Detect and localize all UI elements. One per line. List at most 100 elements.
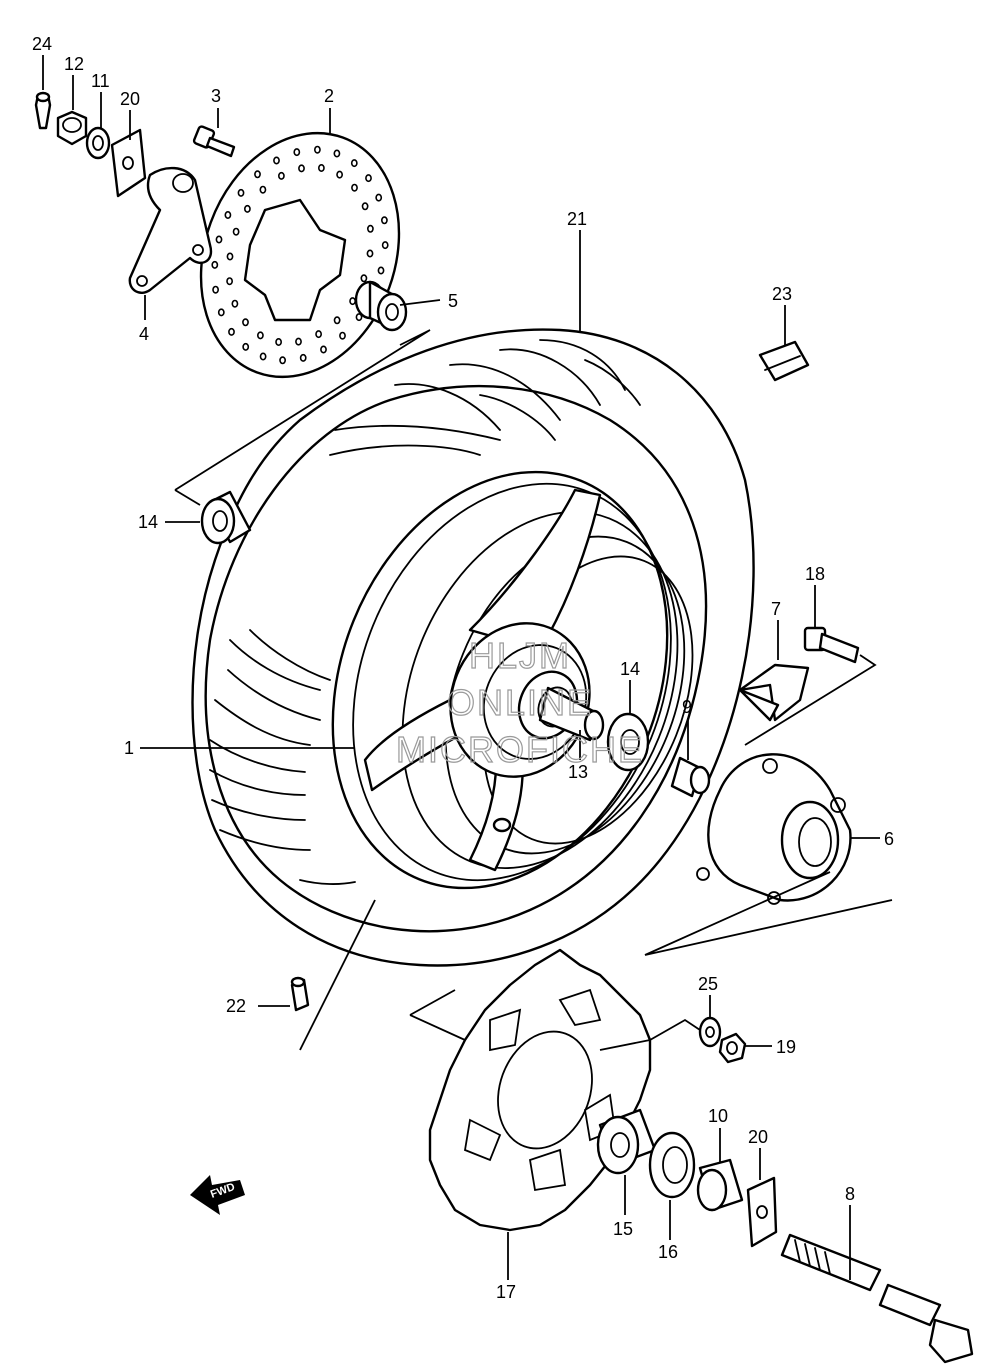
sprocket-bearing	[596, 1108, 657, 1175]
hub-spacer	[538, 686, 605, 742]
callout-13: 13	[568, 762, 588, 782]
disc-hole	[381, 241, 389, 250]
callout-8: 8	[845, 1184, 855, 1204]
callout-7: 7	[771, 599, 781, 619]
rear-wheel-assembly	[191, 328, 755, 967]
disc-hole	[279, 356, 286, 365]
callout-1: 1	[124, 738, 134, 758]
disc-hole	[259, 352, 267, 361]
disc-hole	[336, 170, 343, 179]
adjuster-plate	[110, 128, 147, 198]
callout-10: 10	[708, 1106, 728, 1126]
disc-hole	[211, 260, 219, 269]
callout-3: 3	[211, 86, 221, 106]
disc-hole	[277, 171, 285, 180]
disc-hole	[349, 297, 356, 306]
rear-sprocket	[428, 948, 652, 1232]
axle-nut	[56, 110, 88, 146]
oil-seal	[648, 1131, 696, 1199]
disc-hole	[232, 227, 240, 236]
disc-hole	[320, 345, 327, 354]
callout-11: 11	[91, 71, 110, 91]
brake-disc	[199, 131, 401, 379]
callout-25: 25	[698, 974, 718, 994]
callout-14-left: 14	[138, 512, 158, 532]
disc-hole	[377, 266, 385, 275]
callout-24: 24	[32, 34, 52, 54]
disc-hole	[333, 149, 341, 158]
sprocket-carrier	[696, 753, 852, 905]
bearing-right	[606, 712, 650, 772]
callout-12: 12	[64, 54, 84, 74]
disc-hole	[215, 235, 223, 244]
disc-hole	[242, 318, 249, 327]
sprocket-nut	[718, 1032, 747, 1064]
disc-hole	[313, 145, 321, 154]
callout-22: 22	[226, 996, 246, 1016]
callout-4: 4	[139, 324, 149, 344]
disc-hole	[350, 159, 358, 168]
disc-hole	[273, 156, 280, 165]
disc-hole	[275, 337, 282, 346]
callout-6: 6	[884, 829, 894, 849]
disc-hole	[361, 202, 369, 211]
clip	[758, 340, 810, 382]
disc-hole	[366, 224, 374, 233]
rear-axle	[780, 1233, 974, 1364]
callout-16: 16	[658, 1242, 678, 1262]
sprocket-washer	[698, 1016, 722, 1048]
disc-hole	[365, 174, 372, 183]
collar-spacer	[354, 280, 408, 332]
disc-hole	[259, 185, 267, 194]
tire-valve	[290, 976, 310, 1012]
watermark-line-1: HLJM	[469, 635, 571, 676]
callout-20-lower: 20	[748, 1127, 768, 1147]
disc-hole	[243, 204, 251, 213]
leader-lines	[42, 55, 893, 1280]
watermark-line-2: ONLINE	[447, 682, 593, 723]
disc-hole	[339, 331, 346, 340]
callout-9: 9	[682, 697, 692, 717]
callout-2: 2	[324, 86, 334, 106]
forward-arrow-icon: FWD	[190, 1175, 245, 1215]
caliper-bracket	[128, 166, 213, 294]
watermark: HLJM ONLINE MICROFICHE	[395, 634, 642, 770]
callout-18: 18	[805, 564, 825, 584]
cotter-pin	[34, 91, 52, 130]
disc-hole	[242, 342, 250, 351]
disc-hole	[228, 327, 235, 336]
callout-5: 5	[448, 291, 458, 311]
callout-14-right: 14	[620, 659, 640, 679]
disc-hole	[375, 193, 383, 202]
disc-hole	[355, 313, 363, 322]
disc-hole	[295, 337, 302, 346]
callout-19: 19	[776, 1037, 796, 1057]
disc-hole	[315, 330, 322, 339]
disc-hole	[217, 308, 225, 317]
callout-15: 15	[613, 1219, 633, 1239]
disc-hole	[351, 183, 358, 192]
adjuster-plate-lower	[746, 1176, 778, 1248]
callout-23: 23	[772, 284, 792, 304]
disc-hole	[226, 277, 233, 286]
bearing-left	[200, 490, 252, 545]
disc-hole	[293, 148, 301, 157]
disc-hole	[226, 252, 234, 261]
adjuster-bolt	[803, 626, 860, 664]
disc-hole	[298, 164, 305, 173]
disc-hole	[366, 249, 374, 258]
damper-cushion	[738, 663, 810, 722]
disc-hole	[231, 299, 239, 308]
callout-21: 21	[567, 209, 587, 229]
disc-hole	[360, 274, 368, 283]
washer	[85, 126, 111, 160]
disc-hole	[237, 188, 245, 197]
collar	[670, 756, 711, 798]
disc-hole	[317, 164, 325, 173]
disc-hole	[380, 216, 388, 225]
spacer	[696, 1158, 744, 1212]
disc-bolt	[192, 125, 236, 158]
callout-17: 17	[496, 1282, 516, 1302]
disc-hole	[254, 170, 261, 179]
